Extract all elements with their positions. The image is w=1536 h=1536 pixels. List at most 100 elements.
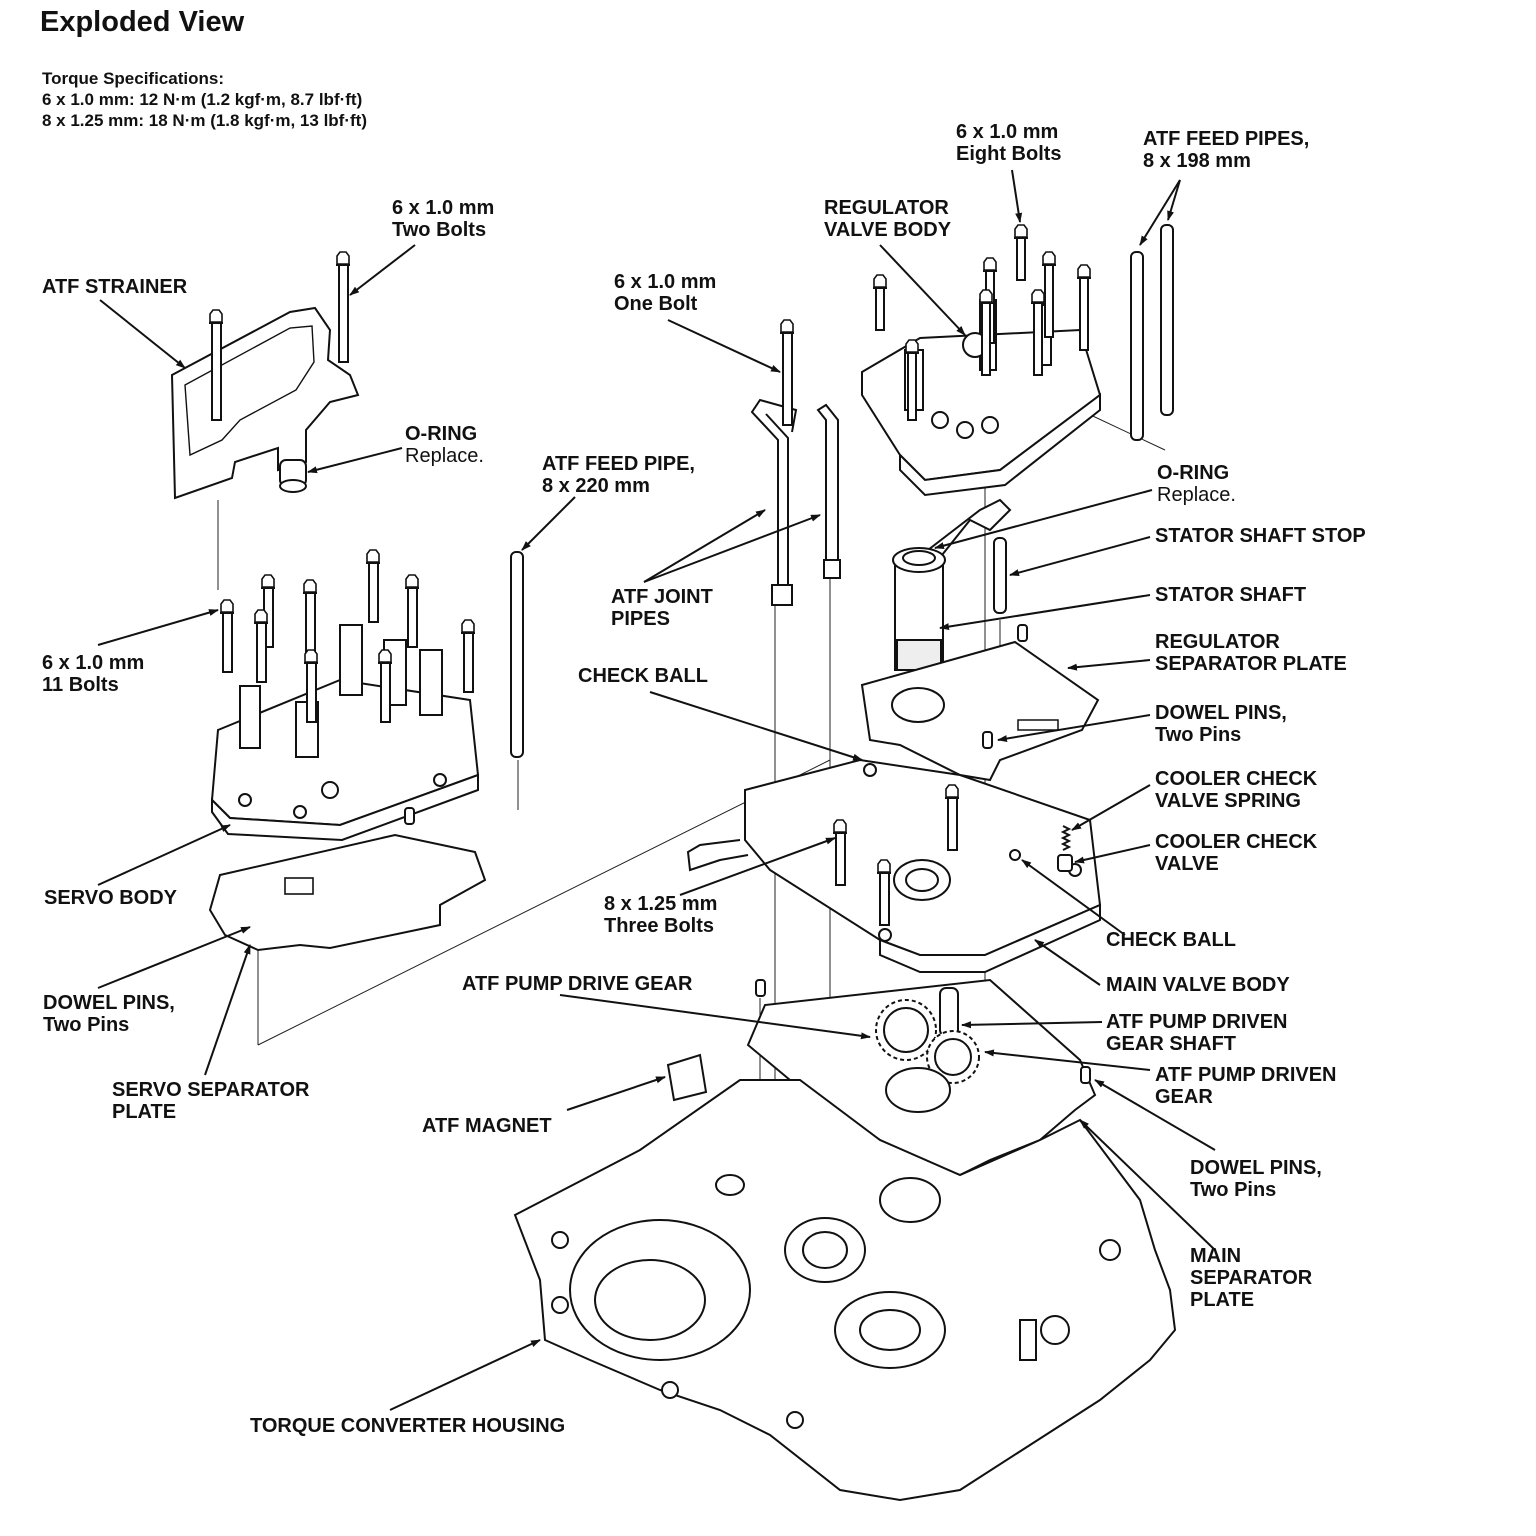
label-regulator-separator-plate: REGULATOR SEPARATOR PLATE: [1155, 631, 1347, 675]
label-line: Two Pins: [1190, 1179, 1277, 1201]
label-line: VALVE: [1155, 853, 1219, 875]
label-line: 6 x 1.0 mm: [392, 197, 495, 219]
label-line: Two Bolts: [392, 219, 487, 241]
label-three-bolts: 8 x 1.25 mm Three Bolts: [604, 893, 717, 937]
servo-bolts: [219, 549, 476, 723]
label-oring-stator: O-RING Replace.: [1157, 462, 1236, 506]
label-atf-joint-pipes: ATF JOINT PIPES: [611, 586, 713, 630]
label-line: Replace.: [1157, 484, 1236, 506]
label-atf-pump-driven-gear-shaft: ATF PUMP DRIVEN GEAR SHAFT: [1106, 1011, 1288, 1055]
sep-dowel-pins: [755, 979, 1091, 1084]
page-title: Exploded View: [40, 6, 245, 38]
stator-stop-pin: [993, 537, 1007, 614]
label-line: One Bolt: [614, 293, 698, 315]
atf-pump-gears: [875, 987, 980, 1113]
label-check-ball-upper: CHECK BALL: [578, 665, 708, 687]
label-stator-shaft: STATOR SHAFT: [1155, 584, 1307, 606]
label-line: 6 x 1.0 mm: [614, 271, 717, 293]
label-stator-shaft-stop: STATOR SHAFT STOP: [1155, 525, 1366, 547]
label-cooler-check-valve: COOLER CHECK VALVE: [1155, 831, 1317, 875]
label-line: 8 x 220 mm: [542, 475, 650, 497]
label-line: Two Pins: [43, 1014, 130, 1036]
label-atf-pump-drive-gear: ATF PUMP DRIVE GEAR: [462, 973, 693, 995]
atf-feed-pipe-220: [510, 551, 524, 758]
label-one-bolt: 6 x 1.0 mm One Bolt: [614, 271, 716, 315]
main-bolts: [832, 784, 960, 926]
label-servo-separator-plate: SERVO SEPARATOR PLATE: [112, 1079, 309, 1123]
label-line: VALVE SPRING: [1155, 790, 1301, 812]
label-atf-pump-driven-gear: ATF PUMP DRIVEN GEAR: [1155, 1064, 1337, 1108]
label-line: DOWEL PINS,: [43, 992, 175, 1014]
label-line: SEPARATOR: [1190, 1267, 1313, 1289]
atf-joint-pipes: [750, 398, 841, 606]
label-line: SERVO SEPARATOR: [112, 1079, 310, 1101]
label-main-valve-body: MAIN VALVE BODY: [1106, 974, 1290, 996]
label-line: 6 x 1.0 mm: [956, 121, 1059, 143]
label-line: PLATE: [112, 1101, 177, 1123]
label-line: DOWEL PINS,: [1155, 702, 1287, 724]
label-servo-bolts: 6 x 1.0 mm 11 Bolts: [42, 652, 144, 696]
label-line: REGULATOR: [1155, 631, 1280, 653]
torque-specifications: Torque Specifications: 6 x 1.0 mm: 12 N·…: [42, 68, 367, 131]
label-dowel-pins-regulator: DOWEL PINS, Two Pins: [1155, 702, 1287, 746]
label-line: ATF FEED PIPE,: [542, 453, 695, 475]
label-dowel-pins-servo: DOWEL PINS, Two Pins: [43, 992, 175, 1036]
label-eight-bolts: 6 x 1.0 mm Eight Bolts: [956, 121, 1062, 165]
label-line: GEAR SHAFT: [1106, 1033, 1236, 1055]
stator-shaft: [892, 547, 946, 671]
torque-heading: Torque Specifications:: [42, 69, 224, 88]
label-atf-feed-pipes: ATF FEED PIPES, 8 x 198 mm: [1143, 128, 1309, 172]
label-line: Two Pins: [1155, 724, 1242, 746]
cooler-check-parts: [1057, 825, 1073, 872]
label-line: 11 Bolts: [42, 674, 119, 696]
torque-converter-housing: [513, 1079, 1177, 1502]
servo-separator-plate: [208, 833, 487, 952]
label-cooler-check-valve-spring: COOLER CHECK VALVE SPRING: [1155, 768, 1317, 812]
label-main-separator-plate: MAIN SEPARATOR PLATE: [1190, 1245, 1312, 1311]
one-bolt: [779, 319, 795, 426]
leader-lines: [97, 169, 1216, 1411]
label-line: Replace.: [405, 445, 484, 467]
label-line: ATF PUMP DRIVEN: [1106, 1011, 1288, 1033]
label-atf-magnet: ATF MAGNET: [422, 1115, 552, 1137]
torque-line-1: 6 x 1.0 mm: 12 N·m (1.2 kgf·m, 8.7 lbf·f…: [42, 90, 363, 109]
atf-magnet: [666, 1053, 708, 1102]
label-line: ATF PUMP DRIVEN: [1155, 1064, 1337, 1086]
label-strainer-bolts: 6 x 1.0 mm Two Bolts: [392, 197, 494, 241]
label-line: PLATE: [1190, 1289, 1255, 1311]
label-dowel-pins-main: DOWEL PINS, Two Pins: [1190, 1157, 1322, 1201]
label-line: O-RING: [405, 423, 478, 445]
label-line: VALVE BODY: [824, 219, 952, 241]
label-line: GEAR: [1155, 1086, 1213, 1108]
regulator-bolts: [872, 224, 1092, 421]
label-check-ball-lower: CHECK BALL: [1106, 929, 1236, 951]
strainer-bolts: [208, 251, 351, 421]
label-line: ATF JOINT: [611, 586, 713, 608]
label-line: MAIN: [1190, 1245, 1242, 1267]
label-atf-feed-pipe: ATF FEED PIPE, 8 x 220 mm: [542, 453, 695, 497]
label-line: Three Bolts: [604, 915, 715, 937]
label-line: 8 x 1.25 mm: [604, 893, 718, 915]
label-line: DOWEL PINS,: [1190, 1157, 1322, 1179]
label-line: PIPES: [611, 608, 670, 630]
label-line: SEPARATOR PLATE: [1155, 653, 1347, 675]
label-regulator-valve-body: REGULATOR VALVE BODY: [824, 197, 951, 241]
label-line: 6 x 1.0 mm: [42, 652, 145, 674]
label-servo-body: SERVO BODY: [44, 887, 177, 909]
label-oring-strainer: O-RING Replace.: [405, 423, 484, 467]
label-torque-converter-housing: TORQUE CONVERTER HOUSING: [250, 1415, 566, 1437]
label-line: REGULATOR: [824, 197, 949, 219]
label-line: COOLER CHECK: [1155, 831, 1318, 853]
atf-feed-pipes-198: [1130, 224, 1174, 441]
label-line: ATF FEED PIPES,: [1143, 128, 1310, 150]
servo-body: [210, 624, 480, 842]
atf-strainer: [170, 306, 360, 500]
label-line: COOLER CHECK: [1155, 768, 1318, 790]
regulator-separator-plate: [860, 640, 1100, 782]
reg-dowel-pins: [982, 624, 1028, 749]
label-atf-strainer: ATF STRAINER: [42, 276, 188, 298]
torque-line-2: 8 x 1.25 mm: 18 N·m (1.8 kgf·m, 13 lbf·f…: [42, 111, 367, 130]
main-valve-body: [686, 758, 1102, 973]
